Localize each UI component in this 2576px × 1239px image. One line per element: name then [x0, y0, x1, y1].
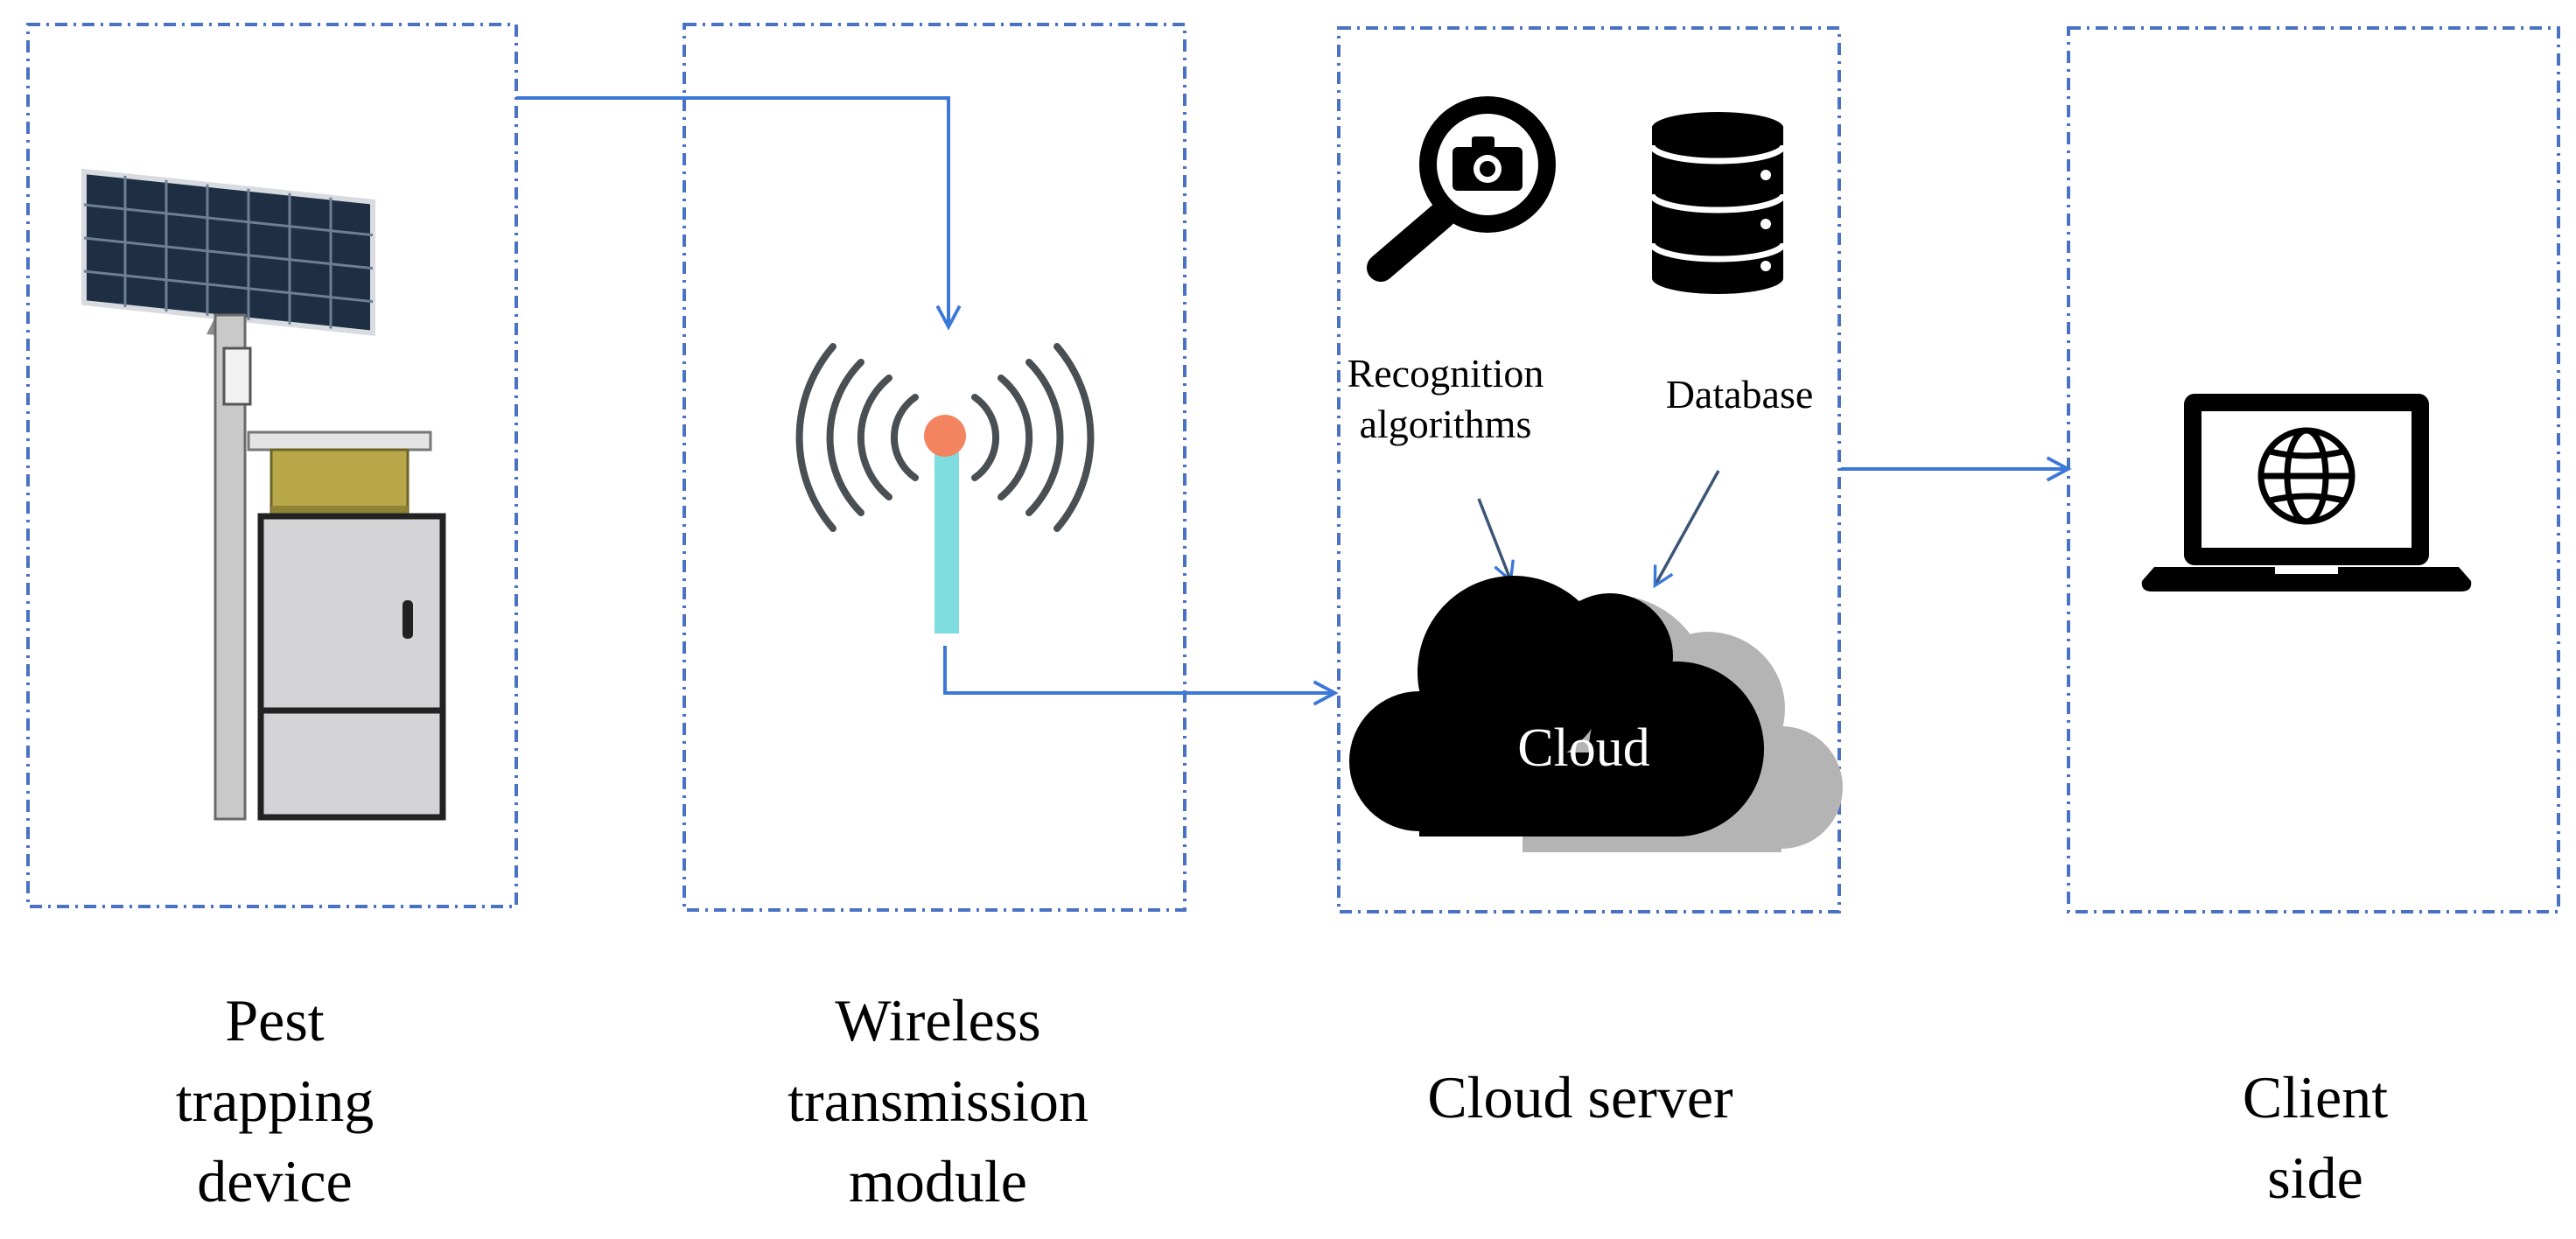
arrow-trap-to-antenna [516, 96, 962, 331]
pest-trapping-box [26, 23, 518, 908]
magnifier-camera-icon [1367, 96, 1556, 282]
caption-pest-trapping-device: Pest trapping device [175, 987, 374, 1214]
solar-pest-trap-icon [81, 168, 446, 821]
recognition-algorithms-label: Recognition algorithms [1347, 351, 1544, 446]
cloud-label: Cloud [1517, 718, 1650, 778]
laptop-globe-icon [2141, 394, 2472, 592]
wireless-box [682, 23, 1186, 912]
arrow-database-to-cloud [1653, 470, 1720, 589]
arrow-recognition-to-cloud [1477, 498, 1515, 584]
database-label: Database [1665, 372, 1814, 416]
arrow-antenna-to-cloud [943, 646, 1339, 706]
caption-cloud-server: Cloud server [1427, 1064, 1733, 1130]
cloud-icon [1349, 576, 1843, 852]
wireless-antenna-icon [795, 343, 1095, 634]
caption-wireless-transmission-module: Wireless transmission module [788, 987, 1088, 1214]
cloud-server-box [1337, 26, 1841, 914]
caption-client-side: Client side [2242, 1064, 2389, 1211]
database-icon [1648, 112, 1787, 294]
